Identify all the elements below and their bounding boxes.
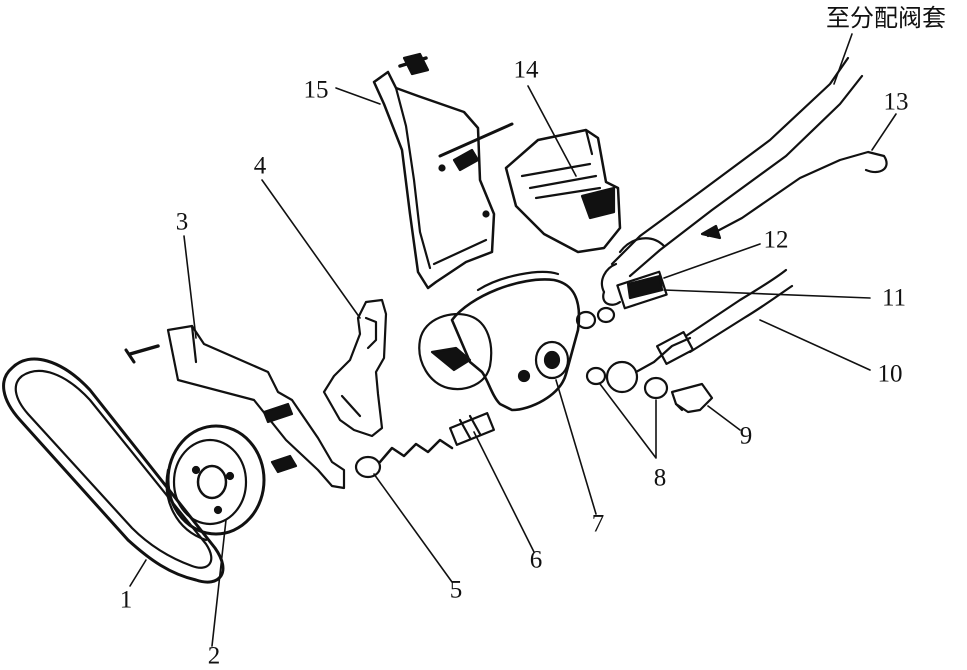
callout-11: 11 — [881, 284, 907, 312]
drive-belt — [2, 357, 225, 584]
callout-2: 2 — [207, 642, 221, 670]
adjusting-bracket — [322, 298, 388, 438]
pressure-hose — [605, 268, 794, 394]
callout-10: 10 — [877, 360, 903, 388]
pulley — [165, 424, 266, 542]
callout-6: 6 — [529, 546, 543, 574]
outlet-fitting — [534, 340, 570, 380]
callout-3: 3 — [175, 208, 189, 236]
callout-15: 15 — [303, 76, 329, 104]
callout-4: 4 — [253, 152, 267, 180]
callout-1: 1 — [119, 586, 133, 614]
flow-control-valve — [378, 412, 496, 464]
belt-guard-bracket — [124, 324, 346, 490]
o-rings — [575, 306, 669, 400]
pulley-bolt — [270, 454, 298, 474]
callout-8: 8 — [653, 464, 667, 492]
callout-7: 7 — [591, 510, 605, 538]
callout-5: 5 — [449, 576, 463, 604]
callout-9: 9 — [739, 422, 753, 450]
callout-13: 13 — [883, 88, 909, 116]
callout-14: 14 — [513, 56, 539, 84]
hose-clamp-and-fitting — [600, 262, 668, 310]
seal-ring — [354, 455, 382, 479]
main-bracket — [372, 52, 514, 290]
leader-lines — [129, 33, 897, 647]
wire-clip — [700, 150, 888, 240]
reservoir-mount — [504, 128, 622, 254]
callout-12: 12 — [763, 226, 789, 254]
pump-body — [418, 270, 581, 412]
union-bolt — [670, 382, 714, 414]
destination-label: 至分配阀套 — [826, 4, 946, 32]
return-hose — [610, 56, 864, 278]
